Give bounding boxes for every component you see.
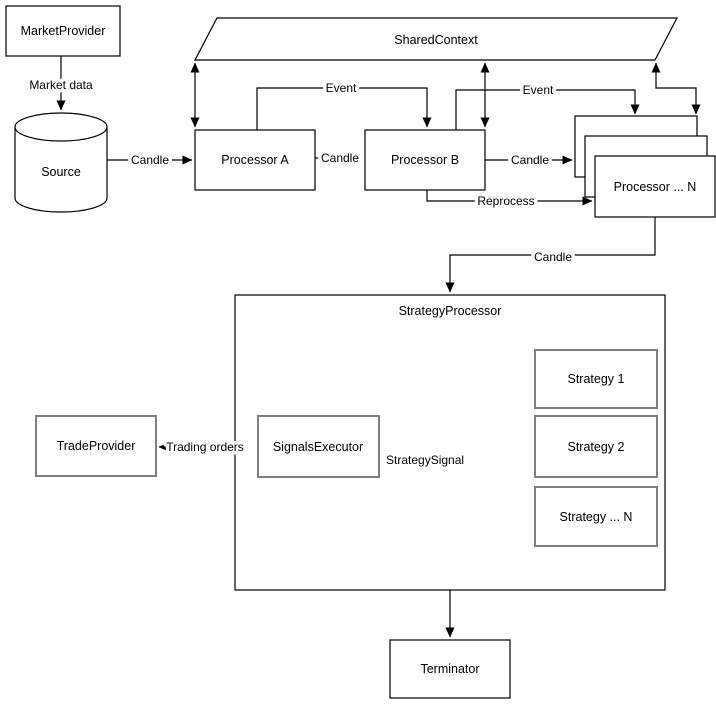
source-cylinder-body xyxy=(14,127,108,213)
edge-reprocess xyxy=(426,190,593,206)
node-terminator xyxy=(389,639,511,699)
reprocess-edge-label: Reprocess xyxy=(477,194,534,208)
edge-event-b-n xyxy=(455,89,640,130)
source-cylinder-top xyxy=(14,112,108,142)
strategy-processor-label: StrategyProcessor xyxy=(399,304,502,318)
processor-n-label: Processor ... N xyxy=(614,180,697,194)
terminator-label: Terminator xyxy=(420,662,479,676)
shared-context-label: SharedContext xyxy=(394,33,478,47)
event-b-n-edge-label: Event xyxy=(523,83,554,97)
node-strategy-1 xyxy=(534,349,658,409)
candle-b-n-edge-label: Candle xyxy=(511,153,549,167)
trade-provider-label: TradeProvider xyxy=(57,439,136,453)
processor-b-label: Processor B xyxy=(391,153,459,167)
market-data-edge-label: Market data xyxy=(29,78,93,92)
node-shared-context xyxy=(194,17,678,61)
candle-source-a-edge-label: Candle xyxy=(131,153,169,167)
node-processor-a xyxy=(194,129,316,191)
node-strategy-2 xyxy=(534,415,658,478)
node-signals-executor xyxy=(257,415,380,478)
node-market-provider xyxy=(5,5,121,57)
trading-orders-edge-label: Trading orders xyxy=(166,440,244,454)
candle-a-b-edge-label: Candle xyxy=(321,151,359,165)
node-trade-provider xyxy=(35,415,157,477)
candle-n-strategy-edge-label: Candle xyxy=(534,250,572,264)
processor-a-label: Processor A xyxy=(221,153,289,167)
strategy-signal-edge-label: StrategySignal xyxy=(386,453,464,467)
strategy-2-label: Strategy 2 xyxy=(568,440,625,454)
edge-candle-n-strategy xyxy=(445,217,656,293)
node-processor-n xyxy=(594,155,716,218)
event-a-b-edge-label: Event xyxy=(326,81,357,95)
edge-event-a-b xyxy=(256,87,432,130)
strategy-n-label: Strategy ... N xyxy=(560,510,633,524)
market-provider-label: MarketProvider xyxy=(21,24,106,38)
node-strategy-n xyxy=(534,486,658,547)
node-source xyxy=(14,112,108,213)
edge-context-processor-n xyxy=(651,62,701,115)
node-processor-b xyxy=(364,129,486,191)
strategy-1-label: Strategy 1 xyxy=(568,372,625,386)
signals-executor-label: SignalsExecutor xyxy=(273,440,363,454)
source-label: Source xyxy=(41,165,81,179)
